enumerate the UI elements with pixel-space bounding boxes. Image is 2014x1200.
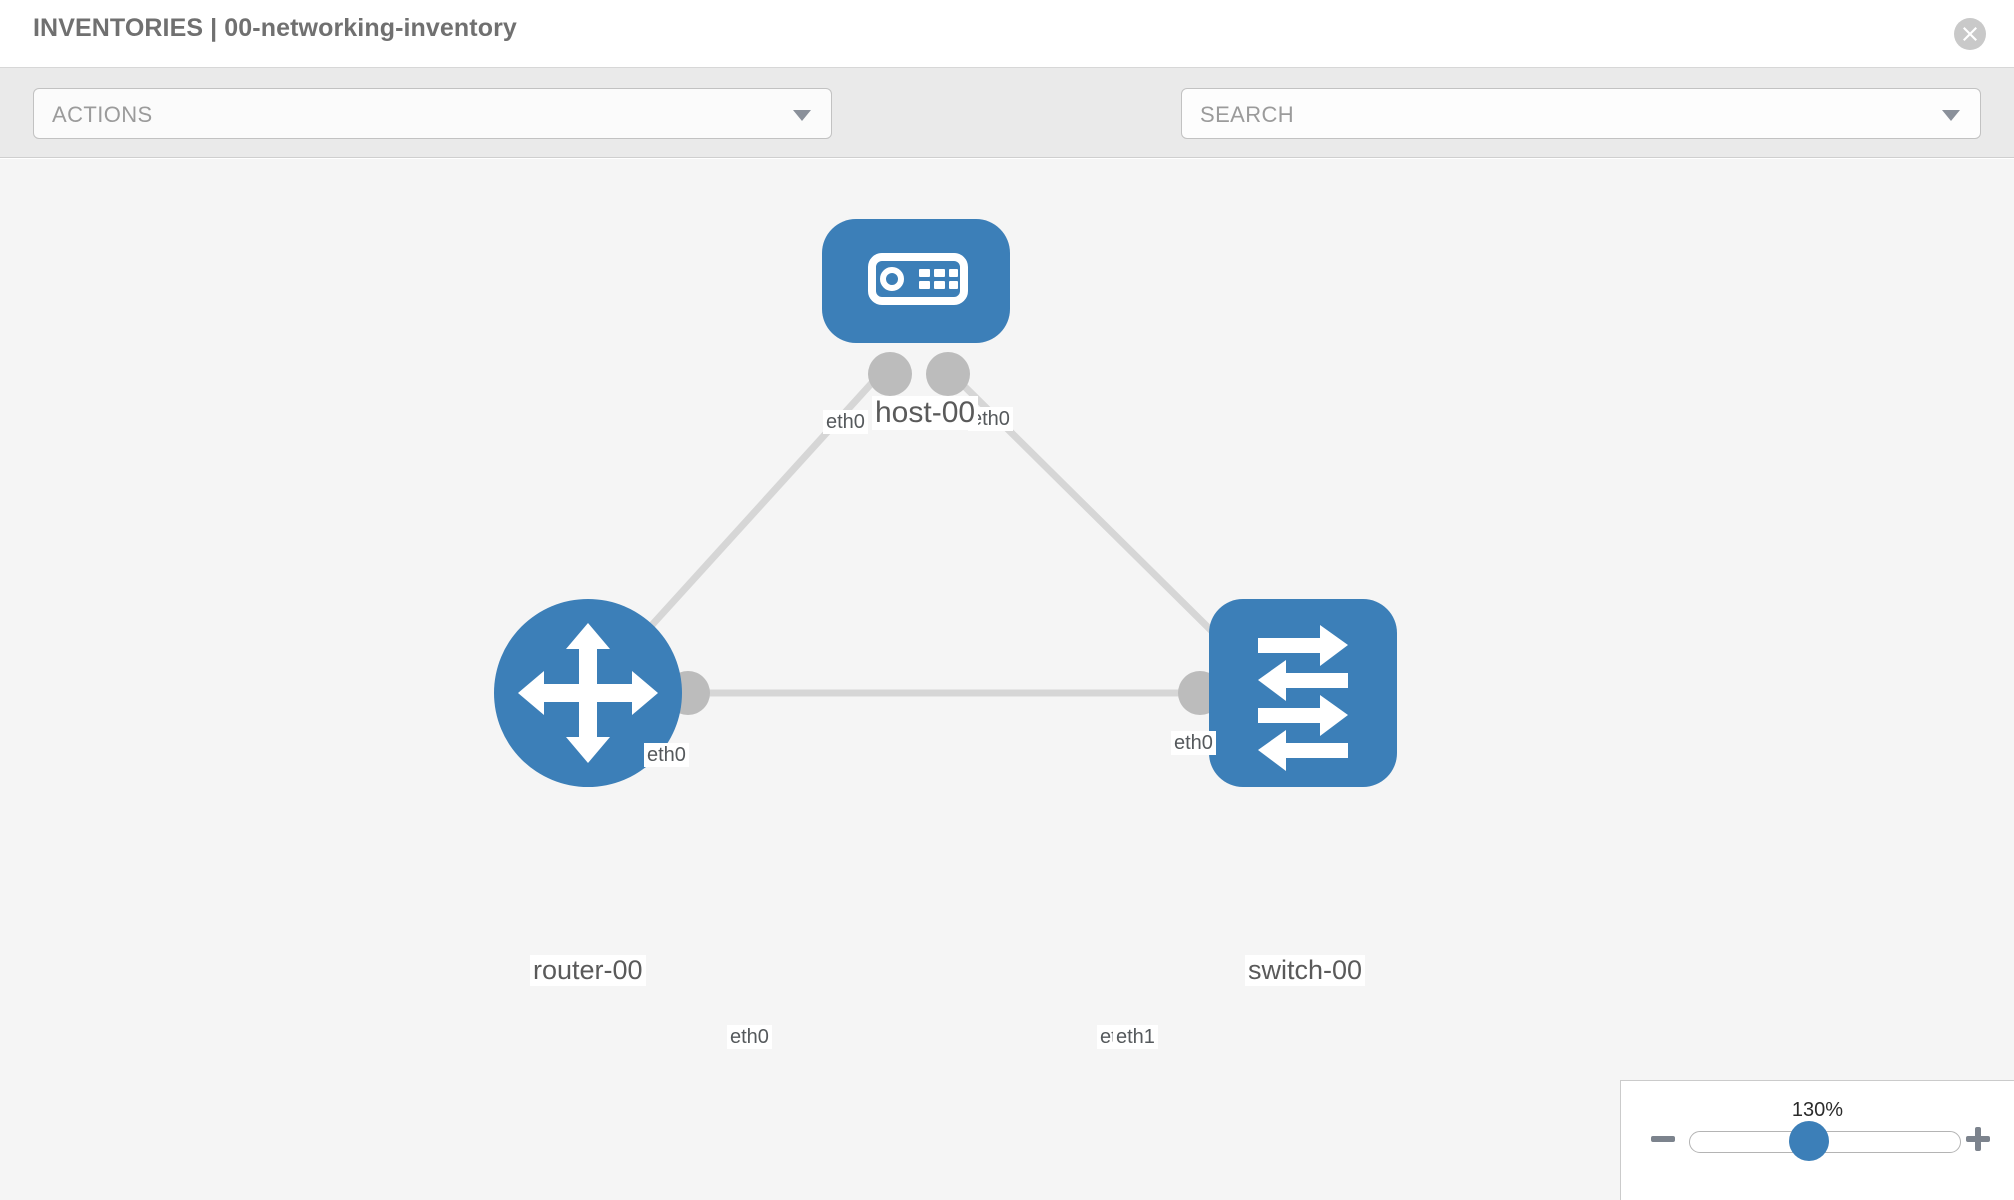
close-icon[interactable] (1954, 18, 1986, 50)
node-switch-00 (1209, 599, 1397, 787)
topology-canvas[interactable]: host-00 router-00 switch-00 eth0 eth0 et… (0, 159, 2014, 1200)
zoom-slider-thumb[interactable] (1789, 1121, 1829, 1161)
plus-icon[interactable] (1964, 1125, 1992, 1153)
node-label-router-00: router-00 (530, 955, 646, 986)
minus-icon[interactable] (1649, 1125, 1677, 1153)
edge-label-router-uplink: eth0 (644, 743, 689, 767)
actions-dropdown-label: ACTIONS (52, 102, 153, 127)
zoom-control-panel: 130% (1620, 1080, 2014, 1200)
page-header: INVENTORIES | 00-networking-inventory (0, 0, 2014, 68)
connector-host-left (868, 352, 912, 396)
topology-graph (494, 219, 1397, 787)
server-icon-details (880, 267, 958, 291)
node-label-switch-00: switch-00 (1245, 955, 1366, 986)
router-arrows-icon (518, 623, 658, 763)
search-placeholder-label: SEARCH (1200, 102, 1295, 127)
node-host-00 (822, 219, 1010, 343)
edge-label-host-left: eth0 (823, 410, 868, 434)
toolbar: ACTIONS SEARCH (0, 68, 2014, 200)
edge-label-switch-uplink: eth0 (1171, 731, 1216, 755)
search-input[interactable]: SEARCH (1181, 88, 1981, 139)
edge-label-switch-side-b: eth1 (1113, 1025, 1158, 1049)
chevron-down-icon (1942, 110, 1960, 121)
page-title: INVENTORIES | 00-networking-inventory (33, 14, 517, 42)
node-router-00 (494, 599, 682, 787)
node-label-host-00: host-00 (872, 396, 979, 430)
actions-dropdown[interactable]: ACTIONS (33, 88, 832, 139)
chevron-down-icon (793, 110, 811, 121)
zoom-percent-label: 130% (1791, 1099, 1844, 1121)
server-icon (868, 253, 968, 305)
edge-label-router-side: eth0 (727, 1025, 772, 1049)
switch-arrows-icon (1258, 625, 1348, 771)
connector-host-right (926, 352, 970, 396)
